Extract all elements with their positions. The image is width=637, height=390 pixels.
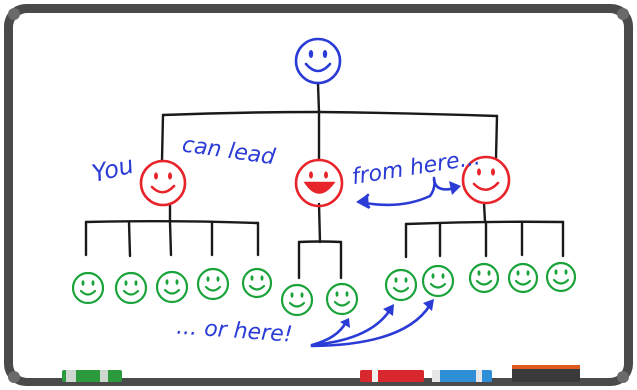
marker-icon <box>432 370 492 382</box>
smiley-face-icon <box>545 261 577 293</box>
frame-corner <box>617 8 629 20</box>
smiley-face-icon <box>325 282 359 316</box>
smiley-face-icon <box>507 262 539 294</box>
frame-corner <box>617 371 629 383</box>
smiley-face-icon <box>468 262 500 294</box>
smiley-face-icon <box>280 283 314 317</box>
smiley-face-icon <box>196 267 230 301</box>
smiley-face-icon <box>294 158 344 208</box>
smiley-face-icon <box>155 270 189 304</box>
arrowhead <box>340 318 350 328</box>
whiteboard-surface <box>13 13 624 378</box>
smiley-face-icon <box>384 268 418 302</box>
smiley-face-icon <box>421 264 455 298</box>
arrowhead <box>423 299 434 311</box>
org-chart-lines <box>84 82 565 280</box>
smiley-face-icon <box>139 159 187 207</box>
smiley-face-icon <box>241 267 273 299</box>
smiley-face-icon <box>71 271 105 305</box>
eraser-icon <box>512 365 580 382</box>
arrowhead <box>383 304 394 316</box>
smiley-face-icon <box>114 271 148 305</box>
marker-icon <box>360 370 424 382</box>
marker-icon <box>62 370 122 382</box>
arrowhead <box>356 194 369 209</box>
smiley-face-icon <box>461 155 511 205</box>
frame-corner <box>8 8 20 20</box>
frame-corner <box>8 371 20 383</box>
smiley-face-icon <box>294 37 342 85</box>
arrowhead <box>449 181 461 195</box>
